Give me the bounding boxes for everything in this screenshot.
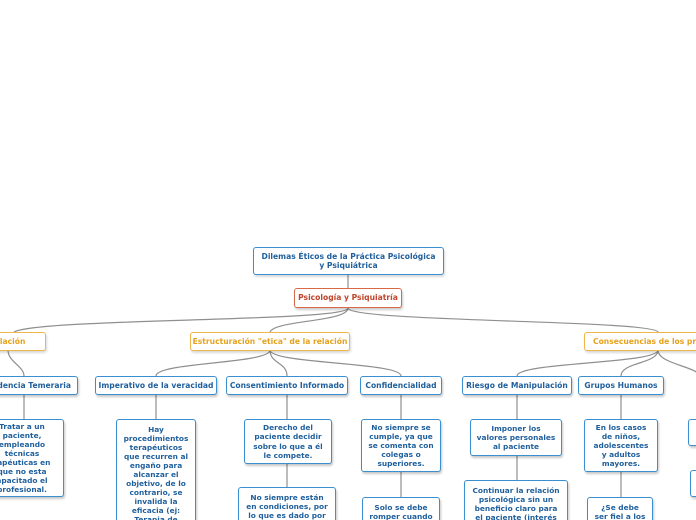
link-right-sub-2 bbox=[620, 349, 659, 377]
subtopic-grupos-humanos[interactable]: Grupos Humanos bbox=[578, 376, 664, 395]
leaf-tratar-paciente[interactable]: Tratar a un paciente, empleando técnicas… bbox=[0, 419, 64, 497]
leaf-continuar-relacion[interactable]: Continuar la relación psicológica sin un… bbox=[464, 480, 568, 520]
subtopic-imprudencia-temeraria[interactable]: ndencia Temeraria bbox=[0, 376, 78, 395]
subtopic-consentimiento-informado[interactable]: Consentimiento Informado bbox=[226, 376, 348, 395]
leaf-casos-ninos[interactable]: En los casos de niños, adolescentes y ad… bbox=[584, 419, 658, 472]
leaf-cut-off-lower[interactable] bbox=[690, 470, 696, 497]
link-center-branch-middle bbox=[269, 307, 349, 333]
leaf-derecho-paciente[interactable]: Derecho del paciente decidir sobre lo qu… bbox=[244, 419, 332, 464]
leaf-solo-romper[interactable]: Solo se debe romper cuando bbox=[362, 497, 440, 520]
branch-consecuencias[interactable]: Consecuencias de los prob bbox=[584, 332, 696, 351]
link-left-sub bbox=[7, 349, 25, 377]
leaf-no-siempre-condiciones[interactable]: No siempre están en condiciones, por lo … bbox=[238, 487, 336, 520]
branch-relacion[interactable]: la relación bbox=[0, 332, 46, 351]
subtopic-imperativo-veracidad[interactable]: Imperativo de la veracidad bbox=[95, 376, 217, 395]
link-right-sub-3 bbox=[657, 349, 696, 373]
link-center-branch-right bbox=[347, 307, 659, 333]
link-right-sub-1 bbox=[516, 349, 659, 377]
subtopic-confidencialidad[interactable]: Confidencialidad bbox=[360, 376, 442, 395]
leaf-procedimientos-terapeuticos[interactable]: Hay procedimientos terapéuticos que recu… bbox=[116, 419, 196, 520]
leaf-se-debe-ser-fiel[interactable]: ¿Se debe ser fiel a los bbox=[587, 497, 653, 520]
subtopic-riesgo-manipulacion[interactable]: Riesgo de Manipulación bbox=[462, 376, 572, 395]
leaf-cut-off-upper[interactable] bbox=[688, 419, 696, 446]
leaf-imponer-valores[interactable]: Imponer los valores personales al pacien… bbox=[470, 419, 562, 456]
link-middle-sub-1 bbox=[155, 349, 271, 377]
link-middle-sub-2 bbox=[269, 349, 288, 377]
link-middle-sub-3 bbox=[269, 349, 402, 377]
root-topic[interactable]: Dilemas Éticos de la Práctica Psicológic… bbox=[253, 247, 444, 275]
branch-estructuracion-etica[interactable]: Estructuración "etica" de la relación bbox=[190, 332, 350, 351]
central-topic[interactable]: Psicología y Psiquiatría bbox=[294, 288, 402, 308]
leaf-no-siempre-cumple[interactable]: No siempre se cumple, ya que se comenta … bbox=[361, 419, 441, 472]
link-center-branch-left bbox=[13, 307, 349, 333]
